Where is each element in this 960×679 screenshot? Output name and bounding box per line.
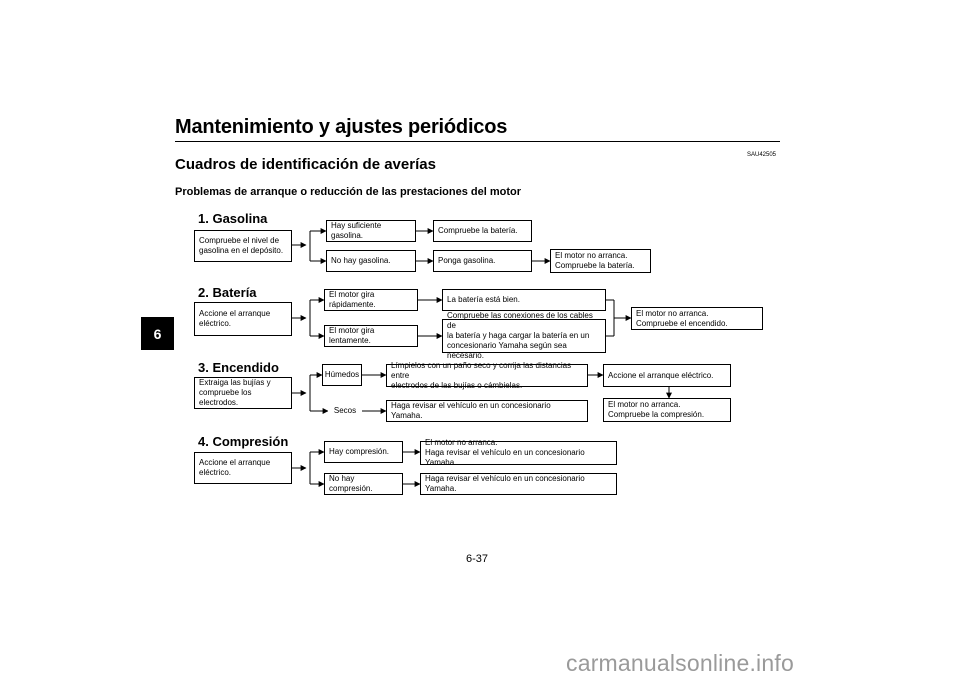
section-title: Cuadros de identificación de averías xyxy=(175,156,436,173)
bateria-ok-box: La batería está bien. xyxy=(442,289,606,311)
encendido-wet-box: Húmedos xyxy=(322,364,362,386)
bateria-end-box: El motor no arranca. Compruebe el encend… xyxy=(631,307,763,330)
encendido-start-again-box: Accione el arranque eléctrico. xyxy=(603,364,731,387)
group-title-gasolina: 1. Gasolina xyxy=(198,211,268,226)
gasolina-check-battery-box: Compruebe la batería. xyxy=(433,220,532,242)
encendido-start-box: Extraiga las bujías y compruebe los elec… xyxy=(194,377,292,409)
group-title-compresion: 4. Compresión xyxy=(198,434,289,449)
bateria-check-cables-box: Compruebe las conexiones de los cables d… xyxy=(442,311,606,360)
compresion-yes-next-box: El motor no arranca. Haga revisar el veh… xyxy=(420,438,617,467)
page-number: 6-37 xyxy=(466,553,489,565)
gasolina-none-box: No hay gasolina. xyxy=(326,250,416,272)
gasolina-refuel-box: Ponga gasolina. xyxy=(433,250,532,272)
page-header-title: Mantenimiento y ajustes periódicos xyxy=(175,116,508,138)
watermark: carmanualsonline.info xyxy=(566,650,794,676)
chapter-tab: 6 xyxy=(141,317,174,350)
gasolina-end-box: El motor no arranca. Compruebe la baterí… xyxy=(550,249,651,273)
reference-code: SAU42505 xyxy=(747,152,777,158)
compresion-no-box: No hay compresión. xyxy=(324,473,403,495)
encendido-end-box: El motor no arranca. Compruebe la compre… xyxy=(603,398,731,422)
encendido-dry-label: Secos xyxy=(328,400,362,422)
bateria-start-box: Accione el arranque eléctrico. xyxy=(194,302,292,336)
compresion-dealer-box: Haga revisar el vehículo en un concesion… xyxy=(420,473,617,495)
gasolina-start-box: Compruebe el nivel de gasolina en el dep… xyxy=(194,230,292,262)
compresion-yes-box: Hay compresión. xyxy=(324,441,403,463)
bateria-fast-box: El motor gira rápidamente. xyxy=(324,289,418,311)
header-divider xyxy=(175,141,780,142)
group-title-bateria: 2. Batería xyxy=(198,285,257,300)
bateria-slow-box: El motor gira lentamente. xyxy=(324,325,418,347)
encendido-clean-box: Límpielos con un paño seco y corrija las… xyxy=(386,361,588,390)
encendido-dealer-box: Haga revisar el vehículo en un concesion… xyxy=(386,400,588,422)
compresion-start-box: Accione el arranque eléctrico. xyxy=(194,452,292,484)
subheading: Problemas de arranque o reducción de las… xyxy=(175,186,521,198)
group-title-encendido: 3. Encendido xyxy=(198,360,279,375)
gasolina-enough-box: Hay suficiente gasolina. xyxy=(326,220,416,242)
